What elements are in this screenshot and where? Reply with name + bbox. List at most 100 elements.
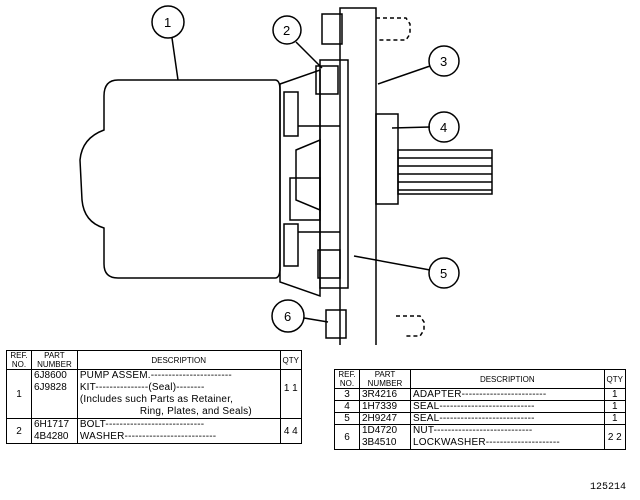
header-ref-line2: NO. bbox=[11, 360, 27, 369]
description-cell: BOLT---------------------------- WASHER-… bbox=[76, 418, 281, 444]
spacer bbox=[292, 394, 295, 405]
callout-circle-3 bbox=[428, 45, 460, 77]
qty-cell: 4 4 bbox=[279, 418, 303, 444]
header-part-line2: NUMBER bbox=[367, 379, 403, 388]
qty: 2 bbox=[607, 431, 614, 443]
splined-shaft bbox=[397, 149, 493, 195]
inner-hub bbox=[295, 138, 321, 212]
qty: 4 bbox=[292, 425, 298, 437]
spacer bbox=[34, 406, 75, 418]
part-number-cell: 6H1717 4B4280 bbox=[31, 418, 78, 444]
part-number: 1D4720 bbox=[362, 425, 398, 436]
header-ref-no: REF. NO. bbox=[334, 369, 360, 389]
description: NUT---------------------------- bbox=[413, 425, 533, 436]
header-description: DESCRIPTION bbox=[76, 350, 281, 370]
callout-circle-2 bbox=[272, 15, 302, 45]
nut-lower bbox=[317, 249, 341, 279]
leader-6 bbox=[303, 317, 329, 323]
bolt-head-upper bbox=[283, 91, 299, 137]
description: WASHER-------------------------- bbox=[79, 431, 217, 442]
part-number: 6J8600 bbox=[34, 370, 67, 381]
part-number-cell: 1H7339 bbox=[359, 400, 411, 413]
parts-table-right: REF. NO. PART NUMBER DESCRIPTION QTY 3 3… bbox=[334, 369, 627, 450]
ref-cell: 3 bbox=[334, 388, 360, 401]
spacer bbox=[287, 394, 290, 405]
part-number-cell: 6J8600 6J9828 bbox=[31, 369, 78, 419]
qty: 1 bbox=[283, 383, 290, 394]
header-part-line1: PART bbox=[374, 370, 396, 379]
pump-assembly-diagram: 1 2 3 4 5 6 bbox=[79, 5, 493, 345]
description-cell: SEAL--------------------------- bbox=[410, 400, 605, 413]
table-header: REF. NO. PART NUMBER DESCRIPTION QTY bbox=[6, 350, 303, 370]
header-ref-line1: REF. bbox=[338, 370, 356, 379]
part-number-cell: 2H9247 bbox=[359, 412, 411, 425]
description: PUMP ASSEM.----------------------- bbox=[79, 370, 232, 381]
table-row: 2 6H1717 4B4280 BOLT--------------------… bbox=[6, 418, 303, 444]
table-row: 6 1D4720 3B4510 NUT---------------------… bbox=[334, 424, 627, 450]
qty: 4 bbox=[283, 425, 290, 437]
stud-upper-dashed bbox=[376, 17, 411, 41]
pump-body bbox=[79, 79, 281, 279]
figure-number: 125214 bbox=[590, 482, 627, 493]
header-description: DESCRIPTION bbox=[410, 369, 605, 389]
header-qty: QTY bbox=[279, 350, 303, 370]
callout-circle-6 bbox=[271, 299, 305, 333]
leader-3 bbox=[377, 65, 431, 85]
leader-5 bbox=[353, 255, 431, 271]
description-cell: PUMP ASSEM.----------------------- KIT--… bbox=[76, 369, 281, 419]
qty-cell: 2 2 bbox=[603, 424, 627, 450]
header-part-number: PART NUMBER bbox=[31, 350, 78, 370]
bolt-head-lower bbox=[283, 223, 299, 267]
header-part-line2: NUMBER bbox=[37, 360, 72, 369]
leader-1 bbox=[171, 37, 179, 81]
callout-label-1: 1 bbox=[164, 15, 171, 30]
spacer bbox=[34, 394, 75, 406]
part-number-cell: 3R4216 bbox=[359, 388, 411, 401]
adapter-cone bbox=[279, 68, 321, 298]
description-note: Ring, Plates, and Seals) bbox=[139, 406, 252, 417]
ref-cell: 4 bbox=[334, 400, 360, 413]
callout-label-4: 4 bbox=[440, 120, 447, 135]
table-row: 5 2H9247 SEAL---------------------------… bbox=[334, 412, 627, 425]
callout-label-5: 5 bbox=[440, 266, 447, 281]
part-number-cell: 1D4720 3B4510 bbox=[359, 424, 411, 450]
nut-bottom bbox=[325, 309, 347, 339]
description: LOCKWASHER--------------------- bbox=[413, 437, 560, 448]
nut-upper bbox=[321, 13, 343, 45]
qty-cell: 1 bbox=[603, 412, 627, 425]
qty-cell: 1 bbox=[603, 400, 627, 413]
qty-cell: 1 bbox=[603, 388, 627, 401]
ref-cell: 1 bbox=[6, 369, 32, 419]
leader-2 bbox=[295, 41, 323, 69]
hub-collar bbox=[289, 177, 321, 221]
header-qty: QTY bbox=[603, 369, 627, 389]
description: KIT---------------(Seal)-------- bbox=[79, 382, 205, 393]
callout-label-3: 3 bbox=[440, 54, 447, 69]
header-ref-line2: NO. bbox=[339, 379, 355, 388]
header-part-line1: PART bbox=[44, 351, 65, 360]
mounting-flange bbox=[339, 7, 377, 345]
callout-label-2: 2 bbox=[283, 23, 290, 38]
ref-cell: 6 bbox=[334, 424, 360, 450]
nut-upper-inner bbox=[315, 65, 339, 95]
part-number: 6J9828 bbox=[34, 382, 67, 393]
header-ref-line1: REF. bbox=[10, 351, 28, 360]
header-ref-no: REF. NO. bbox=[6, 350, 32, 370]
description-note: (Includes such Parts as Retainer, bbox=[79, 394, 234, 405]
qty-cell: 1 1 bbox=[279, 369, 303, 419]
qty: 2 bbox=[616, 431, 622, 443]
table-header: REF. NO. PART NUMBER DESCRIPTION QTY bbox=[334, 369, 627, 389]
callout-label-6: 6 bbox=[284, 309, 291, 324]
ref-cell: 5 bbox=[334, 412, 360, 425]
ref-cell: 2 bbox=[6, 418, 32, 444]
description-cell: NUT---------------------------- LOCKWASH… bbox=[410, 424, 605, 450]
stud-lower-dashed bbox=[396, 315, 425, 337]
description-cell: ADAPTER------------------------ bbox=[410, 388, 605, 401]
qty: 1 bbox=[292, 383, 298, 394]
callout-circle-5 bbox=[428, 257, 460, 289]
leader-4 bbox=[391, 126, 431, 129]
callout-circle-1 bbox=[151, 5, 185, 39]
part-number: 4B4280 bbox=[34, 431, 69, 442]
description: BOLT---------------------------- bbox=[79, 419, 205, 430]
table-row: 4 1H7339 SEAL---------------------------… bbox=[334, 400, 627, 413]
